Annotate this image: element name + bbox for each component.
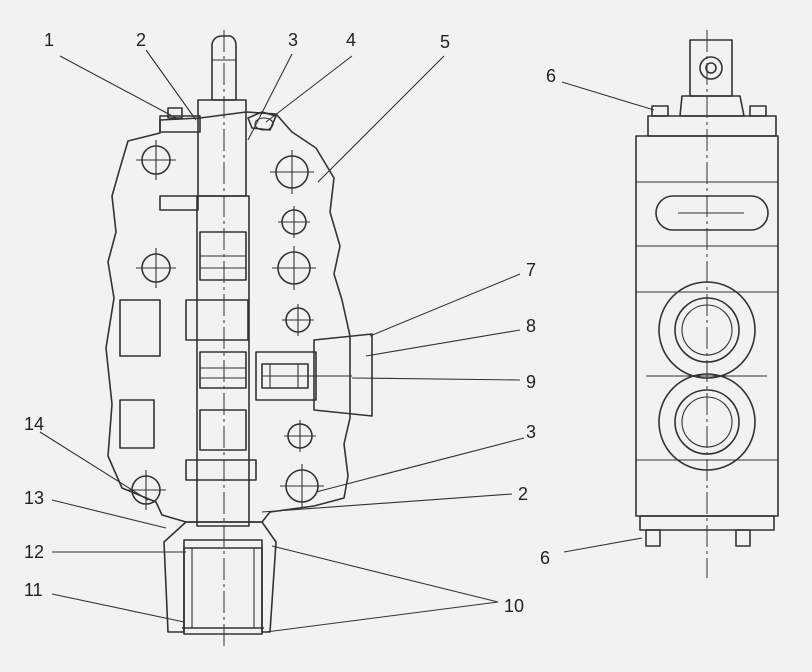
callout-8: 8 xyxy=(526,316,536,336)
valve-body xyxy=(105,111,351,523)
section-view xyxy=(105,30,373,648)
side-slot xyxy=(655,195,769,231)
top-cover xyxy=(159,115,201,133)
left-cavity-lower xyxy=(119,399,155,449)
callout-4: 4 xyxy=(346,30,356,50)
callout-11: 11 xyxy=(24,580,43,600)
callouts: 1 2 3 4 5 6 7 8 9 3 14 2 13 12 6 11 10 xyxy=(24,30,556,616)
callout-14: 14 xyxy=(24,414,44,434)
callout-2-bottom: 2 xyxy=(518,484,528,504)
leader-lines xyxy=(39,49,655,633)
callout-12: 12 xyxy=(24,542,44,562)
callout-5: 5 xyxy=(440,32,450,52)
callout-2-top: 2 xyxy=(136,30,146,50)
spool-bore xyxy=(196,195,250,527)
lower-sleeve xyxy=(163,521,277,633)
callout-13: 13 xyxy=(24,488,44,508)
callout-6-bottom: 6 xyxy=(540,548,550,568)
top-plate xyxy=(647,115,777,137)
callout-10: 10 xyxy=(504,596,524,616)
spool-extension xyxy=(183,539,263,635)
left-cavity-upper xyxy=(119,299,161,357)
check-valve-cap xyxy=(313,333,373,417)
callout-3-top: 3 xyxy=(288,30,298,50)
callout-6-top: 6 xyxy=(546,66,556,86)
spool-stem xyxy=(211,35,237,101)
top-lug xyxy=(689,39,733,97)
side-view xyxy=(635,30,779,578)
callout-3-bottom: 3 xyxy=(526,422,536,442)
callout-9: 9 xyxy=(526,372,536,392)
callout-7: 7 xyxy=(526,260,536,280)
callout-1: 1 xyxy=(44,30,54,50)
